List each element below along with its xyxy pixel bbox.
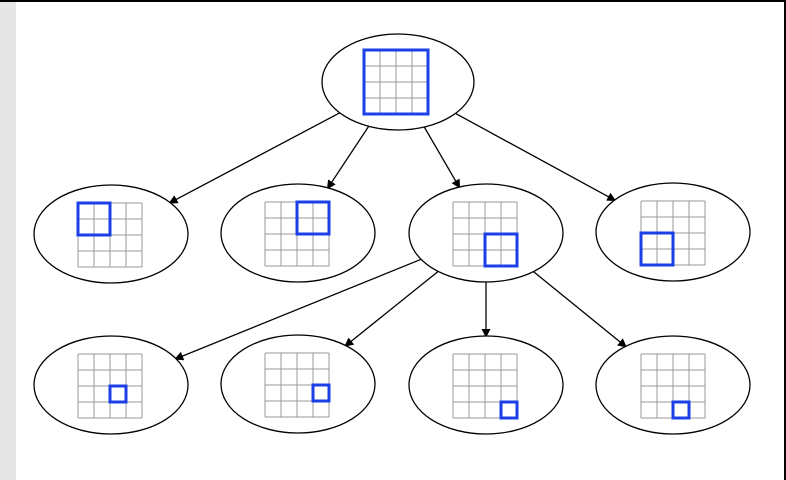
node-child-bottom-right [408, 183, 564, 283]
edge-root-to-child-bottom-left [455, 112, 617, 202]
right-border [784, 0, 786, 480]
highlight-region [295, 200, 331, 236]
left-strip [0, 2, 16, 480]
grid-icon [452, 353, 518, 419]
node-grandchild-top-left [33, 335, 189, 435]
highlight-region [108, 384, 128, 404]
node-ellipse [408, 335, 564, 435]
highlight-region [76, 201, 112, 237]
edge-root-to-child-bottom-right [423, 126, 461, 189]
node-grandchild-top-right [220, 334, 376, 434]
edge-child-bottom-right-to-grandchild-top-left [174, 258, 422, 361]
highlight-region [311, 383, 331, 403]
edge-root-to-child-top-right [326, 125, 370, 190]
node-child-bottom-left [595, 182, 751, 282]
node-root [321, 33, 475, 131]
node-child-top-right [220, 183, 376, 283]
highlight-region [499, 400, 519, 420]
edge-child-bottom-right-to-grandchild-top-right [344, 270, 439, 347]
edges [168, 112, 628, 361]
node-grandchild-bottom-right [408, 335, 564, 435]
nodes [33, 33, 751, 435]
highlight-region [483, 232, 519, 268]
highlight-region [671, 400, 691, 420]
edge-child-bottom-right-to-grandchild-bottom-left [533, 271, 628, 348]
highlight-region [639, 231, 675, 267]
highlight-region [362, 48, 430, 116]
node-child-top-left [33, 184, 189, 284]
node-ellipse [220, 334, 376, 434]
edge-root-to-child-top-left [168, 112, 341, 204]
top-border [0, 0, 786, 2]
node-grandchild-bottom-left [595, 335, 751, 435]
